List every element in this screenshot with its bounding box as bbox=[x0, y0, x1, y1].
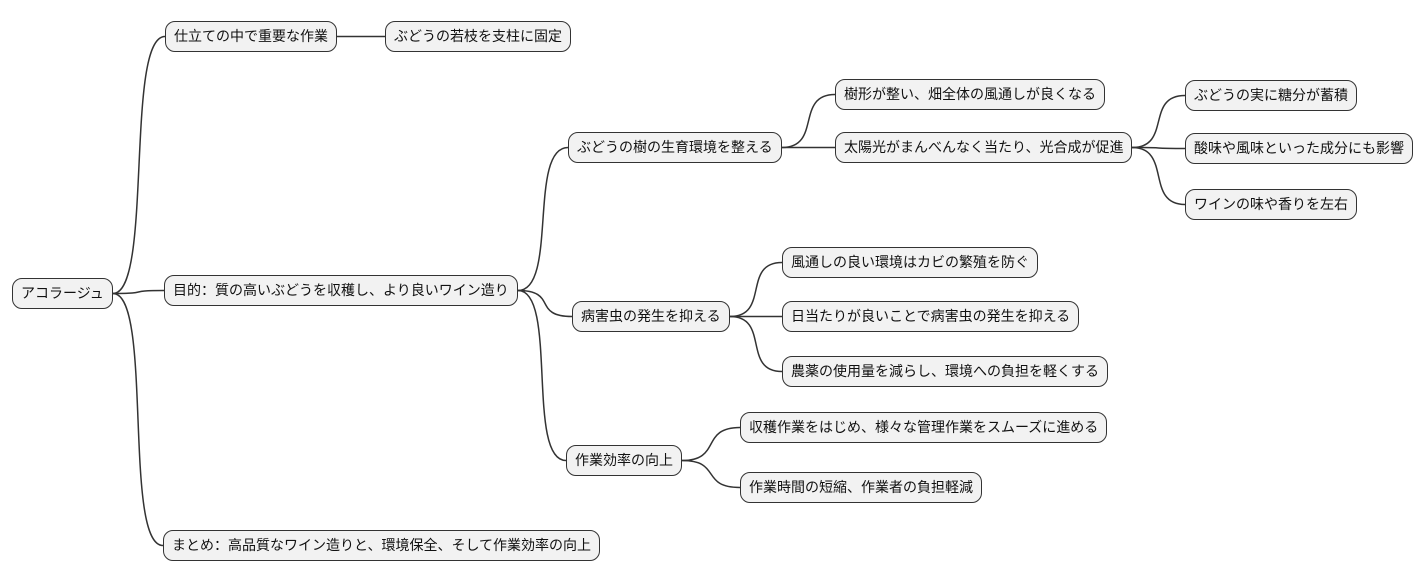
node-sunlight-photosynthesis: 太陽光がまんべんなく当たり、光合成が促進 bbox=[835, 132, 1133, 163]
node-important-task: 仕立ての中で重要な作業 bbox=[165, 21, 337, 52]
node-tree-shape-airflow: 樹形が整い、畑全体の風通しが良くなる bbox=[835, 79, 1105, 110]
mindmap-edge bbox=[112, 35, 166, 295]
mindmap-edge bbox=[1131, 146, 1186, 206]
node-harvest-management: 収穫作業をはじめ、様々な管理作業をスムーズに進める bbox=[740, 412, 1108, 443]
mindmap-edge bbox=[729, 261, 783, 318]
mindmap-edge bbox=[681, 459, 741, 489]
mindmap-edge bbox=[517, 146, 569, 292]
mindmap-edge bbox=[1131, 94, 1186, 149]
node-pest-suppression: 病害虫の発生を抑える bbox=[572, 301, 730, 332]
mindmap-edge bbox=[781, 93, 836, 149]
mindmap-edge bbox=[729, 315, 783, 373]
node-fix-young-branches: ぶどうの若枝を支柱に固定 bbox=[385, 21, 571, 52]
node-growth-environment: ぶどうの樹の生育環境を整える bbox=[568, 132, 782, 163]
mindmap-edge bbox=[1131, 146, 1186, 150]
node-work-efficiency: 作業効率の向上 bbox=[566, 445, 682, 476]
node-purpose: 目的：質の高いぶどうを収穫し、より良いワイン造り bbox=[164, 275, 518, 306]
node-acidity-flavor: 酸味や風味といった成分にも影響 bbox=[1185, 133, 1413, 164]
mindmap-edge bbox=[112, 292, 164, 547]
mindmap-edge bbox=[112, 289, 165, 295]
node-sugar-accumulation: ぶどうの実に糖分が蓄積 bbox=[1185, 80, 1357, 111]
node-airflow-prevents-mold: 風通しの良い環境はカビの繁殖を防ぐ bbox=[782, 247, 1038, 278]
node-pesticide-reduction: 農薬の使用量を減らし、環境への負担を軽くする bbox=[782, 356, 1108, 387]
mindmap-edge bbox=[517, 289, 573, 318]
node-sunlight-reduces-pests: 日当たりが良いことで病害虫の発生を抑える bbox=[782, 301, 1080, 332]
node-root: アコラージュ bbox=[12, 278, 113, 309]
mindmap-edge bbox=[681, 426, 741, 462]
node-wine-taste-aroma: ワインの味や香りを左右 bbox=[1185, 189, 1357, 220]
node-time-burden-reduction: 作業時間の短縮、作業者の負担軽減 bbox=[740, 472, 982, 503]
node-summary: まとめ：高品質なワイン造りと、環境保全、そして作業効率の向上 bbox=[163, 530, 601, 561]
mindmap-edge bbox=[517, 289, 567, 462]
